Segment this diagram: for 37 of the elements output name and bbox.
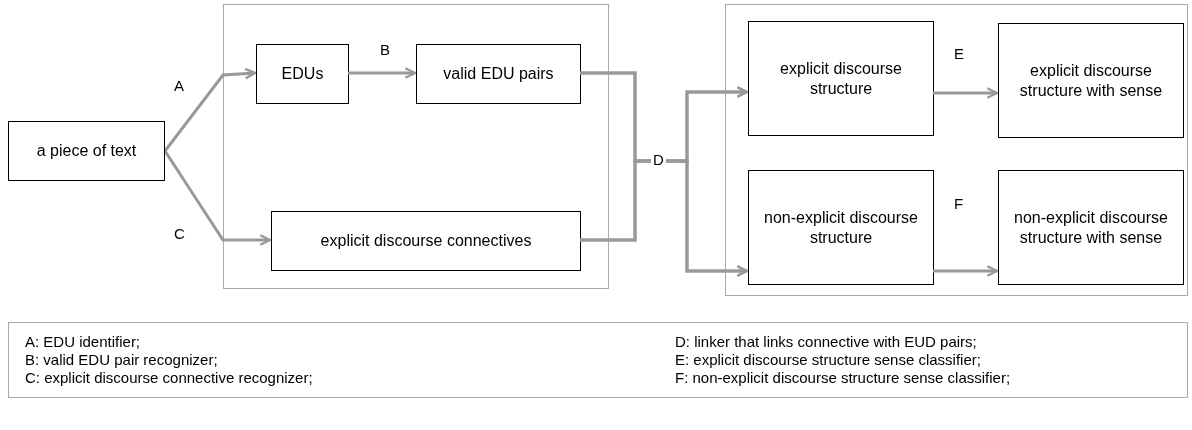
legend-entry: D: linker that links connective with EUD pairs; <box>674 333 978 351</box>
box-label: a piece of text <box>35 141 138 161</box>
box-label: valid EDU pairs <box>442 64 555 84</box>
arrow <box>163 67 257 152</box>
box-label: non-explicit discourse structure with sense <box>1013 208 1169 247</box>
arrow <box>163 150 272 246</box>
group-panel <box>223 4 609 289</box>
legend-entry: E: explicit discourse structure sense classifier; <box>674 351 982 369</box>
box-label: explicit discourse structure with sense <box>1018 61 1164 100</box>
edge-label: C <box>172 226 187 242</box>
legend-entry: C: explicit discourse connective recognizer; <box>24 369 314 387</box>
process-box <box>998 23 1184 138</box>
process-box <box>748 170 934 285</box>
arrow <box>933 87 999 99</box>
arrow <box>933 265 999 277</box>
box-label: explicit discourse connectives <box>319 231 533 251</box>
edge-label: E <box>952 46 966 62</box>
arrow <box>580 159 749 277</box>
process-box <box>256 44 349 104</box>
edge-label: A <box>172 78 186 94</box>
legend-entry: B: valid EDU pair recognizer; <box>24 351 219 369</box>
process-box <box>748 21 934 136</box>
box-label: EDUs <box>280 64 325 84</box>
box-label: non-explicit discourse structure <box>763 208 919 247</box>
edge-label: F <box>952 196 966 212</box>
group-panel <box>725 4 1188 296</box>
process-box <box>8 121 165 181</box>
process-box <box>271 211 581 271</box>
process-box <box>416 44 581 104</box>
legend-entry: A: EDU identifier; <box>24 333 142 351</box>
legend-panel <box>8 322 1188 398</box>
process-box <box>998 170 1184 285</box>
legend-entry: F: non-explicit discourse structure sense classifier; <box>674 369 1012 387</box>
edge-label: B <box>378 42 392 58</box>
arrow <box>348 67 417 79</box>
edge-label: D <box>651 152 666 168</box>
box-label: explicit discourse structure <box>779 59 903 98</box>
